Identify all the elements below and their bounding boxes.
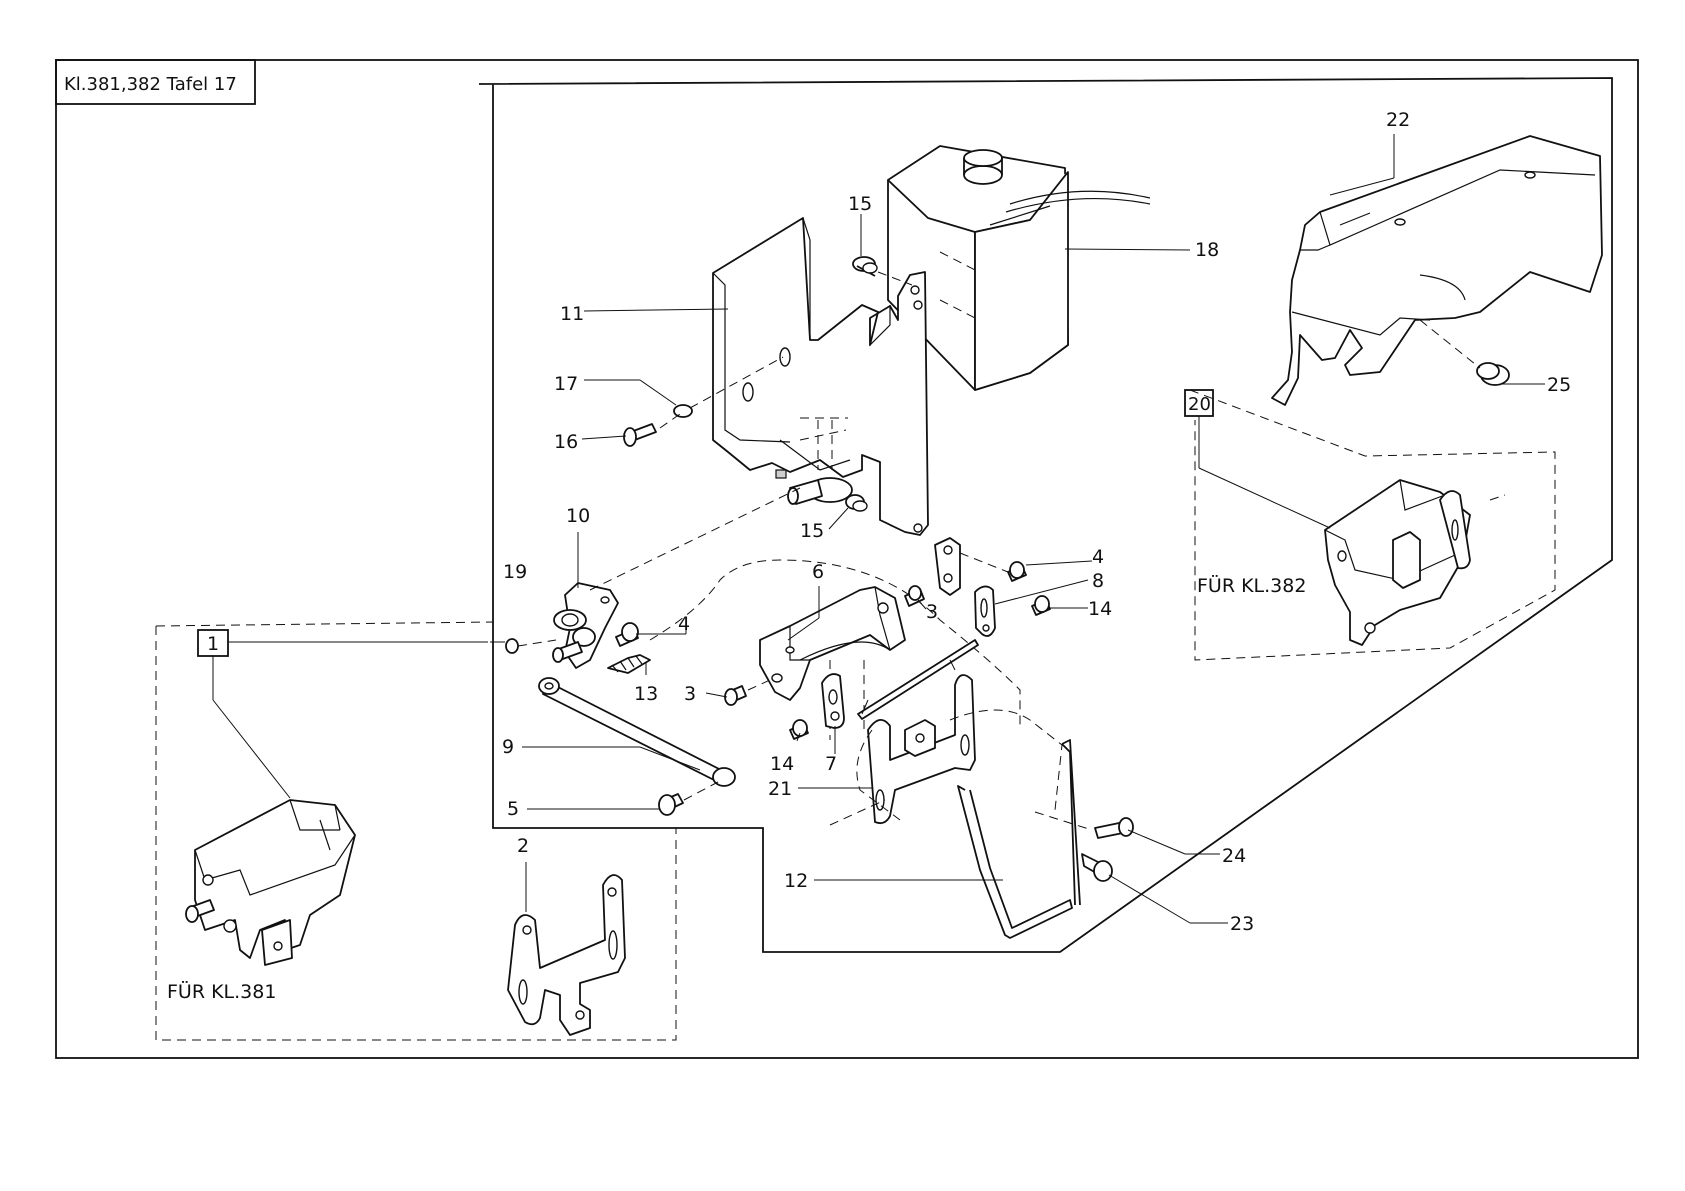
callout-13: 13 <box>634 683 658 705</box>
callout-3-upper: 3 <box>926 601 938 623</box>
washer-17 <box>674 405 692 417</box>
callout-14-right: 14 <box>1088 598 1112 620</box>
svg-text:1: 1 <box>207 633 219 655</box>
screw-5 <box>659 794 683 815</box>
callout-5: 5 <box>507 798 519 820</box>
link-8 <box>975 586 995 636</box>
part-20-kl382 <box>1325 480 1470 645</box>
part-box-18 <box>888 146 1150 390</box>
title-box: Kl.381,382 Tafel 17 <box>56 60 255 104</box>
callout-18: 18 <box>1195 239 1219 261</box>
callout-8: 8 <box>1092 570 1104 592</box>
callout-3-lower: 3 <box>684 683 696 705</box>
callout-11: 11 <box>560 303 584 325</box>
callout-24: 24 <box>1222 845 1246 867</box>
page-title: Kl.381,382 Tafel 17 <box>64 74 237 95</box>
plate-4 <box>935 538 960 595</box>
svg-text:20: 20 <box>1188 394 1211 415</box>
screw-3-lower <box>725 686 746 705</box>
variant-label-kl381: FÜR KL.381 <box>167 980 276 1003</box>
callout-4-left: 4 <box>678 613 690 635</box>
callout-16: 16 <box>554 431 578 453</box>
screw-4-right <box>1008 562 1026 581</box>
callout-21: 21 <box>768 778 792 800</box>
callout-19: 19 <box>503 561 527 583</box>
callout-14-lower: 14 <box>770 753 794 775</box>
screw-25 <box>1477 363 1509 385</box>
spring-13 <box>608 655 650 673</box>
variant-label-kl382: FÜR KL.382 <box>1197 574 1306 597</box>
clip-19 <box>506 639 518 653</box>
callout-4-right: 4 <box>1092 546 1104 568</box>
part-cover-22 <box>1272 136 1602 405</box>
link-7 <box>822 674 844 728</box>
part-lever-10 <box>553 583 618 668</box>
screw-15-top <box>853 257 877 276</box>
callout-7: 7 <box>825 753 837 775</box>
part-1-kl381 <box>186 800 355 965</box>
callout-15-top: 15 <box>848 193 872 215</box>
screw-16 <box>624 424 656 446</box>
callout-2: 2 <box>517 835 529 857</box>
callout-23: 23 <box>1230 913 1254 935</box>
callout-box-20: 20 <box>1185 390 1213 416</box>
wire-bail-12 <box>958 740 1080 938</box>
callout-12: 12 <box>784 870 808 892</box>
callout-9: 9 <box>502 736 514 758</box>
callout-17: 17 <box>554 373 578 395</box>
callout-box-1: 1 <box>198 630 228 656</box>
screw-14-right <box>1032 596 1050 615</box>
callout-15-lower: 15 <box>800 520 824 542</box>
screw-23 <box>1082 854 1112 881</box>
callout-22: 22 <box>1386 109 1410 131</box>
callout-6: 6 <box>812 561 824 583</box>
screw-15-lower <box>846 495 867 511</box>
screw-4-left <box>616 623 638 646</box>
callout-25: 25 <box>1547 374 1571 396</box>
screw-24 <box>1095 818 1133 838</box>
callout-10: 10 <box>566 505 590 527</box>
